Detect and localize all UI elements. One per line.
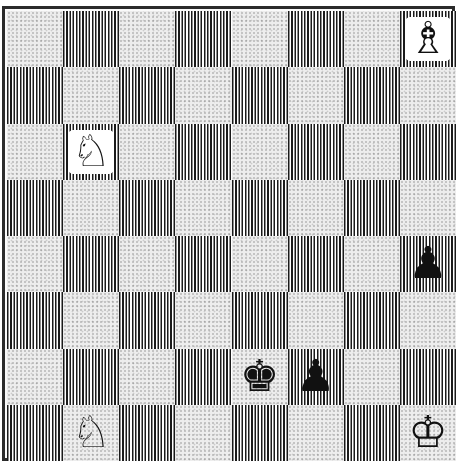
square-c8[interactable]	[119, 11, 175, 67]
square-c7[interactable]	[119, 67, 175, 123]
square-b2[interactable]	[63, 349, 119, 405]
square-h7[interactable]	[400, 67, 456, 123]
square-f2[interactable]: ♟	[288, 349, 344, 405]
square-e7[interactable]	[232, 67, 288, 123]
square-g7[interactable]	[344, 67, 400, 123]
square-d3[interactable]	[175, 292, 231, 348]
square-g8[interactable]	[344, 11, 400, 67]
square-b6[interactable]: ♘	[63, 124, 119, 180]
square-c4[interactable]	[119, 236, 175, 292]
white-knight-icon[interactable]: ♘	[69, 130, 112, 174]
square-d4[interactable]	[175, 236, 231, 292]
white-bishop-icon[interactable]: ♗	[406, 17, 449, 61]
black-king-icon[interactable]: ♚	[240, 355, 279, 399]
square-g2[interactable]	[344, 349, 400, 405]
black-pawn-icon[interactable]: ♟	[408, 242, 447, 286]
square-b7[interactable]	[63, 67, 119, 123]
white-knight-icon[interactable]: ♘	[71, 411, 110, 455]
square-e8[interactable]	[232, 11, 288, 67]
square-e3[interactable]	[232, 292, 288, 348]
chess-diagram-frame: ♗ ♘ ♟ ♚ ♟ ♘ ♔	[2, 6, 455, 461]
square-d6[interactable]	[175, 124, 231, 180]
square-b1[interactable]: ♘	[63, 405, 119, 461]
square-a6[interactable]	[7, 124, 63, 180]
square-b4[interactable]	[63, 236, 119, 292]
square-f6[interactable]	[288, 124, 344, 180]
square-c1[interactable]	[119, 405, 175, 461]
square-d7[interactable]	[175, 67, 231, 123]
square-g6[interactable]	[344, 124, 400, 180]
square-c2[interactable]	[119, 349, 175, 405]
square-e2[interactable]: ♚	[232, 349, 288, 405]
square-a1[interactable]	[7, 405, 63, 461]
chess-board: ♗ ♘ ♟ ♚ ♟ ♘ ♔	[7, 11, 456, 461]
square-c6[interactable]	[119, 124, 175, 180]
square-g5[interactable]	[344, 180, 400, 236]
square-b5[interactable]	[63, 180, 119, 236]
square-h5[interactable]	[400, 180, 456, 236]
square-h3[interactable]	[400, 292, 456, 348]
square-c3[interactable]	[119, 292, 175, 348]
square-f1[interactable]	[288, 405, 344, 461]
square-g1[interactable]	[344, 405, 400, 461]
square-e5[interactable]	[232, 180, 288, 236]
square-h2[interactable]	[400, 349, 456, 405]
white-king-icon[interactable]: ♔	[408, 411, 447, 455]
square-c5[interactable]	[119, 180, 175, 236]
square-a8[interactable]	[7, 11, 63, 67]
square-g3[interactable]	[344, 292, 400, 348]
square-b8[interactable]	[63, 11, 119, 67]
square-h4[interactable]: ♟	[400, 236, 456, 292]
square-f3[interactable]	[288, 292, 344, 348]
square-d2[interactable]	[175, 349, 231, 405]
square-a3[interactable]	[7, 292, 63, 348]
square-f4[interactable]	[288, 236, 344, 292]
square-a2[interactable]	[7, 349, 63, 405]
square-h6[interactable]	[400, 124, 456, 180]
square-a5[interactable]	[7, 180, 63, 236]
square-f7[interactable]	[288, 67, 344, 123]
square-d5[interactable]	[175, 180, 231, 236]
square-e6[interactable]	[232, 124, 288, 180]
black-pawn-icon[interactable]: ♟	[296, 355, 335, 399]
square-h8[interactable]: ♗	[400, 11, 456, 67]
square-e1[interactable]	[232, 405, 288, 461]
square-d8[interactable]	[175, 11, 231, 67]
square-g4[interactable]	[344, 236, 400, 292]
square-d1[interactable]	[175, 405, 231, 461]
square-f5[interactable]	[288, 180, 344, 236]
square-a7[interactable]	[7, 67, 63, 123]
square-b3[interactable]	[63, 292, 119, 348]
square-f8[interactable]	[288, 11, 344, 67]
square-e4[interactable]	[232, 236, 288, 292]
square-a4[interactable]	[7, 236, 63, 292]
square-h1[interactable]: ♔	[400, 405, 456, 461]
